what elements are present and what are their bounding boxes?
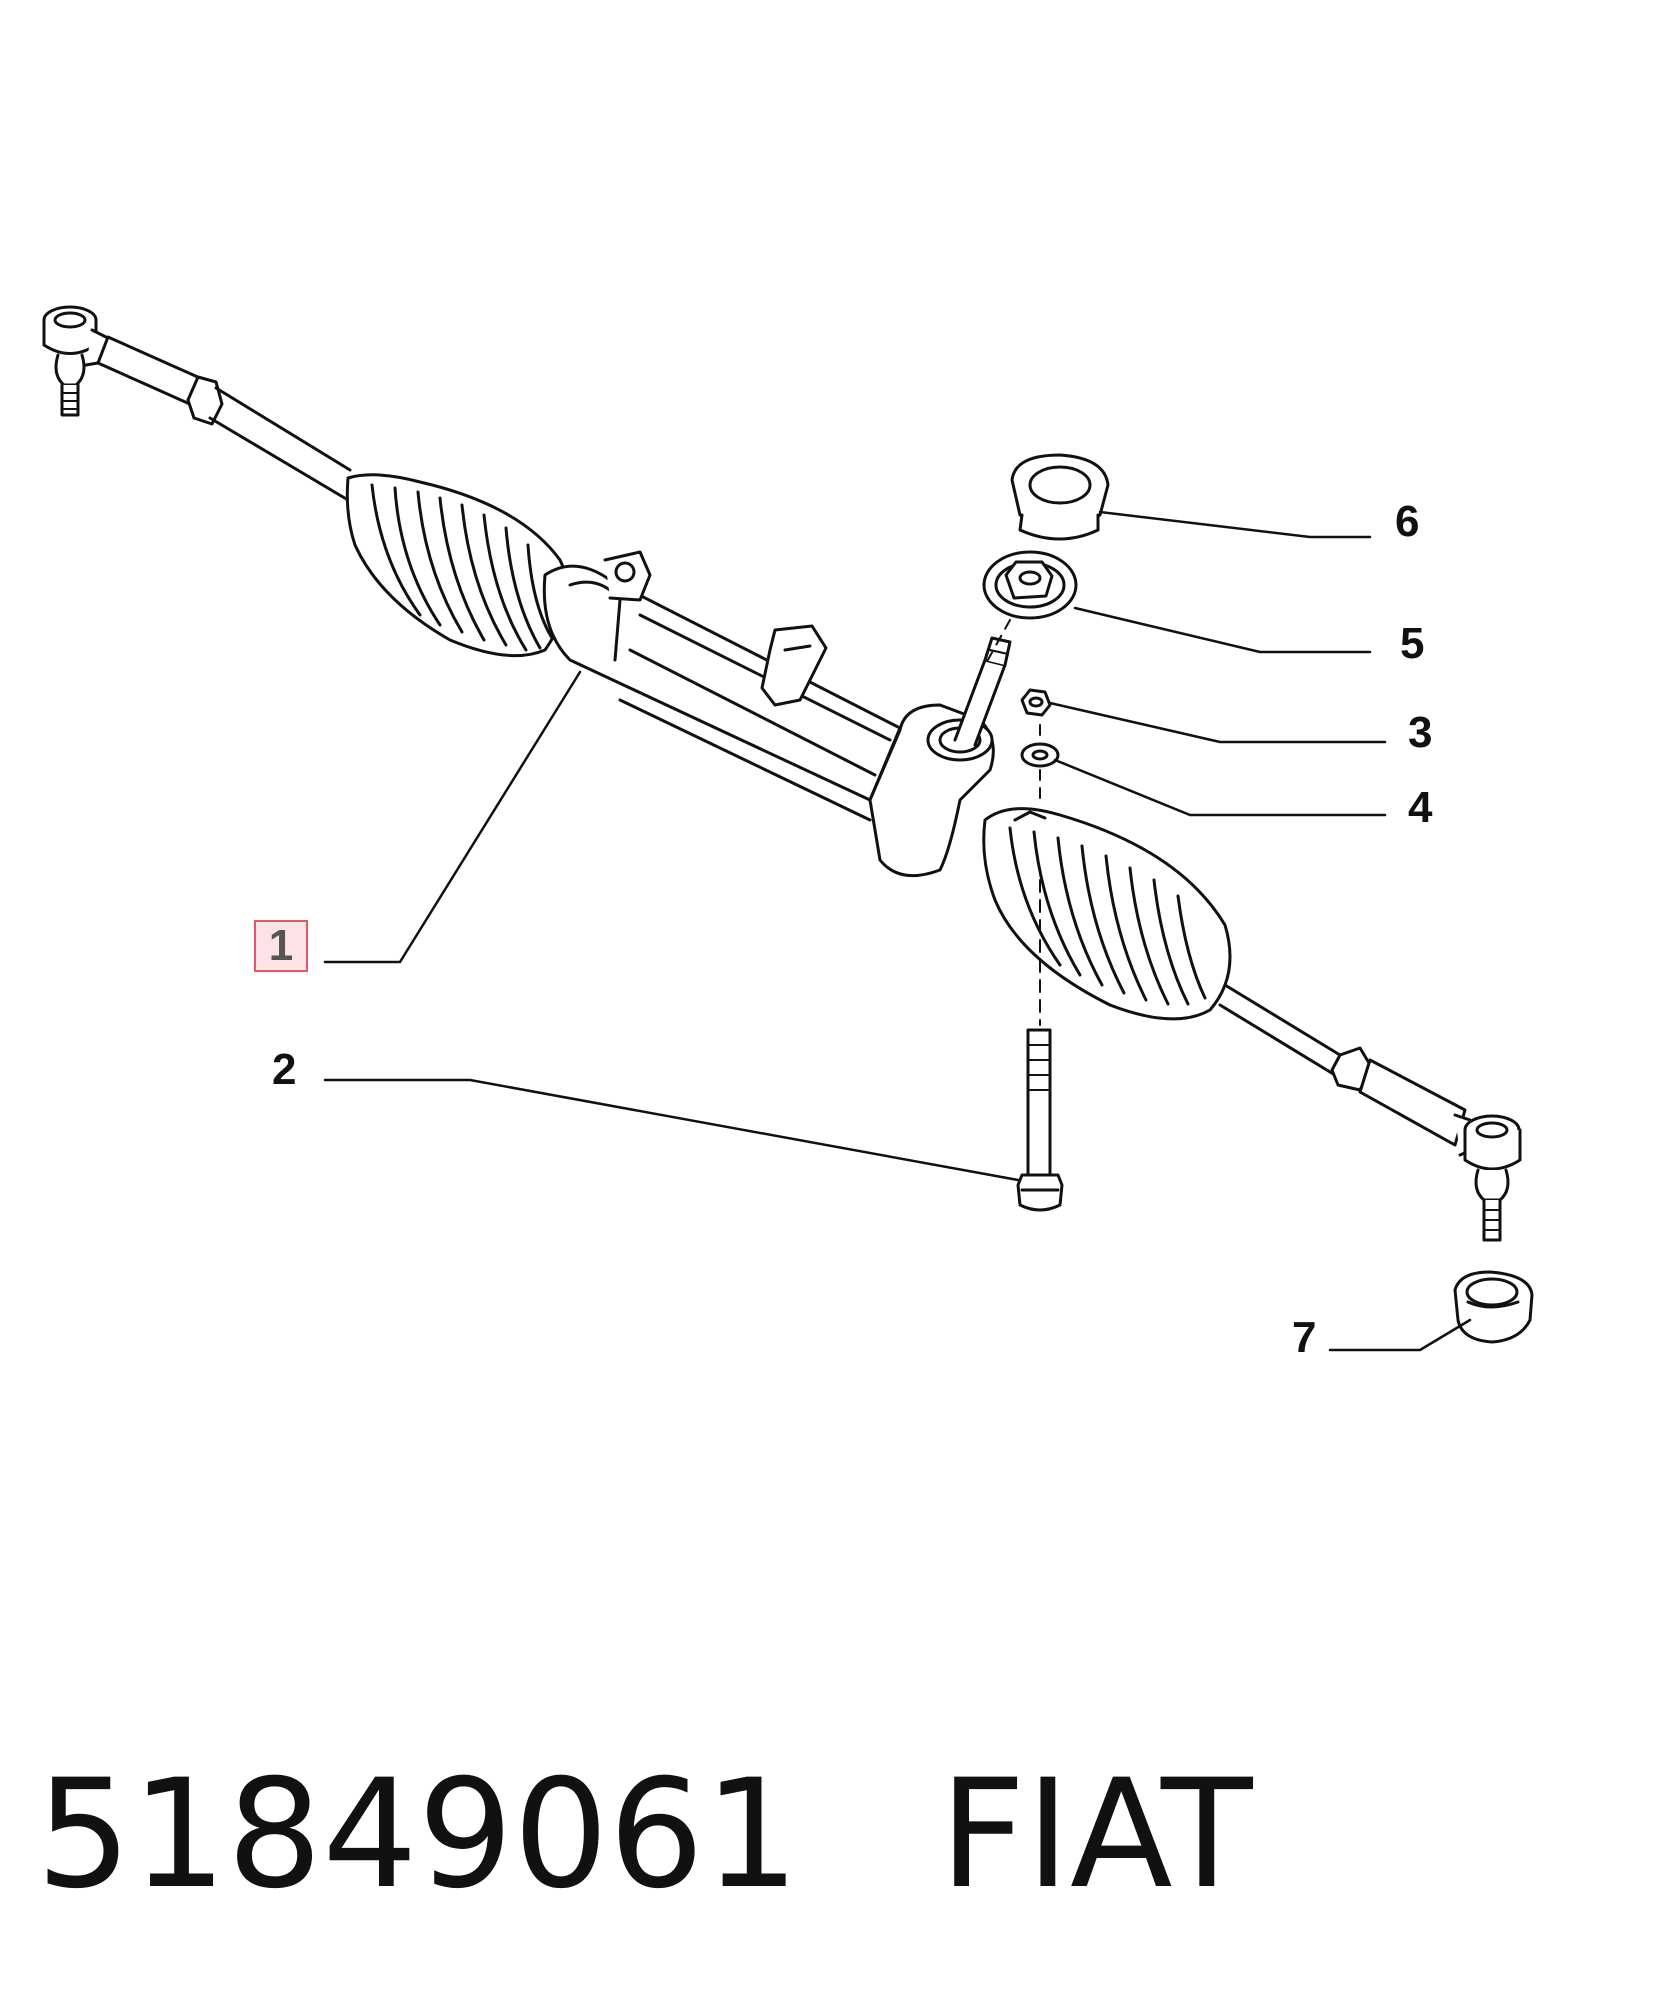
callout-7: 7 [1292, 1313, 1317, 1362]
right-tie-rod [1218, 983, 1467, 1147]
callout-5: 5 [1400, 619, 1425, 668]
rack-housing [542, 550, 902, 822]
pinion-housing [868, 636, 1012, 878]
callout-1-highlighted[interactable]: 1 [254, 920, 308, 972]
callout-4: 4 [1408, 783, 1433, 832]
callout-6: 6 [1395, 497, 1420, 546]
callout-3: 3 [1408, 708, 1433, 757]
bolt-part-2 [1016, 1028, 1064, 1212]
caption: 51849061 FIAT [36, 1760, 1253, 1910]
part-number: 51849061 [36, 1748, 800, 1922]
flange-nut-part-7 [1453, 1270, 1534, 1344]
seal-part-5 [982, 550, 1078, 620]
nut-part-3 [1020, 688, 1052, 717]
brand-name: FIAT [939, 1748, 1253, 1922]
callout-2: 2 [272, 1045, 297, 1094]
left-bellow-boot [345, 473, 569, 658]
washer-part-4 [1020, 742, 1060, 768]
right-tie-rod-end [1453, 1113, 1522, 1242]
dust-cap-part-6 [1010, 453, 1110, 541]
right-bellow-boot [982, 807, 1232, 1021]
leader-lines [323, 510, 1472, 1352]
left-tie-rod [96, 335, 352, 502]
